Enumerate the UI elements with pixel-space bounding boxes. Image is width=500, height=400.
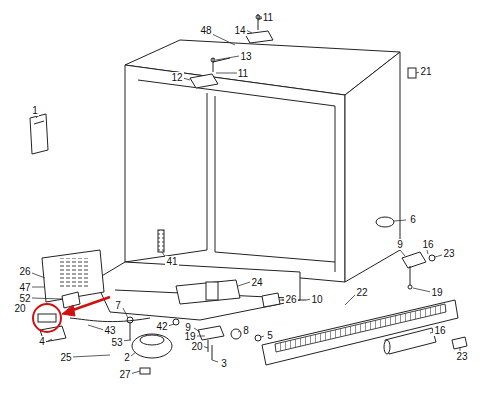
callout-number: 26	[284, 294, 297, 305]
callout-number: 19	[183, 331, 196, 342]
callout-number: 4	[38, 336, 46, 347]
callout-number: 3	[220, 358, 228, 369]
callout-number: 20	[13, 303, 26, 314]
callout-number: 41	[165, 256, 178, 267]
callout-number: 11	[262, 12, 274, 23]
callout-number: 9	[396, 239, 404, 250]
callout-number: 23	[442, 248, 455, 259]
callout-number: 25	[59, 352, 72, 363]
callout-number: 5	[266, 330, 274, 341]
callout-number: 24	[250, 277, 263, 288]
callout-number: 21	[419, 66, 432, 77]
callout-number: 14	[233, 25, 246, 36]
callout-number: 47	[18, 282, 31, 293]
callout-number: 20	[190, 341, 203, 352]
callout-number: 8	[242, 325, 250, 336]
callout-number: 10	[310, 294, 323, 305]
callout-number: 2	[123, 352, 131, 363]
callout-number: 42	[155, 321, 168, 332]
callout-number: 13	[239, 51, 252, 62]
callout-number: 1	[31, 105, 39, 116]
callout-number: 23	[455, 351, 468, 362]
callout-number: 6	[409, 214, 417, 225]
callout-number: 22	[355, 287, 368, 298]
callout-number: 16	[421, 239, 434, 250]
callout-number: 11	[237, 68, 249, 79]
callout-number: 27	[118, 369, 131, 380]
callout-number: 53	[110, 337, 123, 348]
callout-number: 19	[430, 287, 443, 298]
callout-number: 26	[18, 266, 31, 277]
callout-number: 16	[433, 325, 446, 336]
callout-number: 48	[199, 25, 212, 36]
callout-number: 7	[114, 300, 122, 311]
callout-number: 12	[170, 72, 183, 83]
callout-number: 43	[103, 325, 116, 336]
